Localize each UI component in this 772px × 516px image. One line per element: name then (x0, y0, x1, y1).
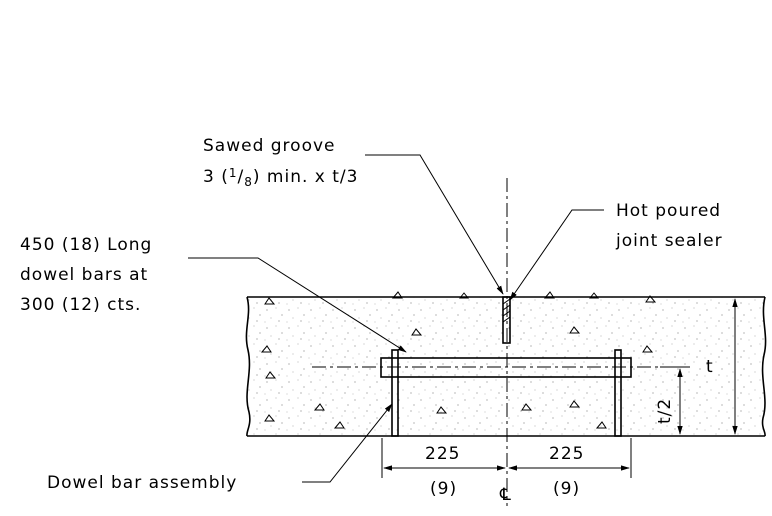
leader-dowel-bars (188, 257, 407, 353)
label-sawed-groove-1: Sawed groove (203, 136, 336, 156)
dim-half-thickness: t/2 (655, 398, 675, 424)
vertical-dimensions (660, 298, 745, 437)
label-dowel-3: 300 (12) cts. (20, 295, 141, 315)
label-dowel-1: 450 (18) Long (20, 235, 152, 255)
leader-hot-poured (509, 209, 604, 301)
label-hot-poured-1: Hot poured (616, 201, 721, 221)
label-dowel-assembly: Dowel bar assembly (47, 473, 237, 493)
dim-right-in: (9) (553, 479, 580, 499)
leader-sawed-groove (365, 154, 504, 295)
dim-left-in: (9) (430, 479, 457, 499)
centerline-symbol: ℄ (499, 485, 512, 505)
dim-left-mm: 225 (425, 444, 460, 464)
dim-thickness: t (706, 357, 714, 377)
dowel-bar-assembly (391, 349, 622, 437)
label-sawed-groove-2: 3 (1/8) min. x t/3 (203, 166, 358, 189)
aggregate-marks (260, 291, 657, 429)
leader-dowel-assembly (302, 403, 393, 483)
label-hot-poured-2: joint sealer (615, 231, 723, 251)
bottom-dimensions (381, 438, 632, 478)
dim-right-mm: 225 (549, 444, 584, 464)
label-dowel-2: dowel bars at (20, 265, 148, 285)
